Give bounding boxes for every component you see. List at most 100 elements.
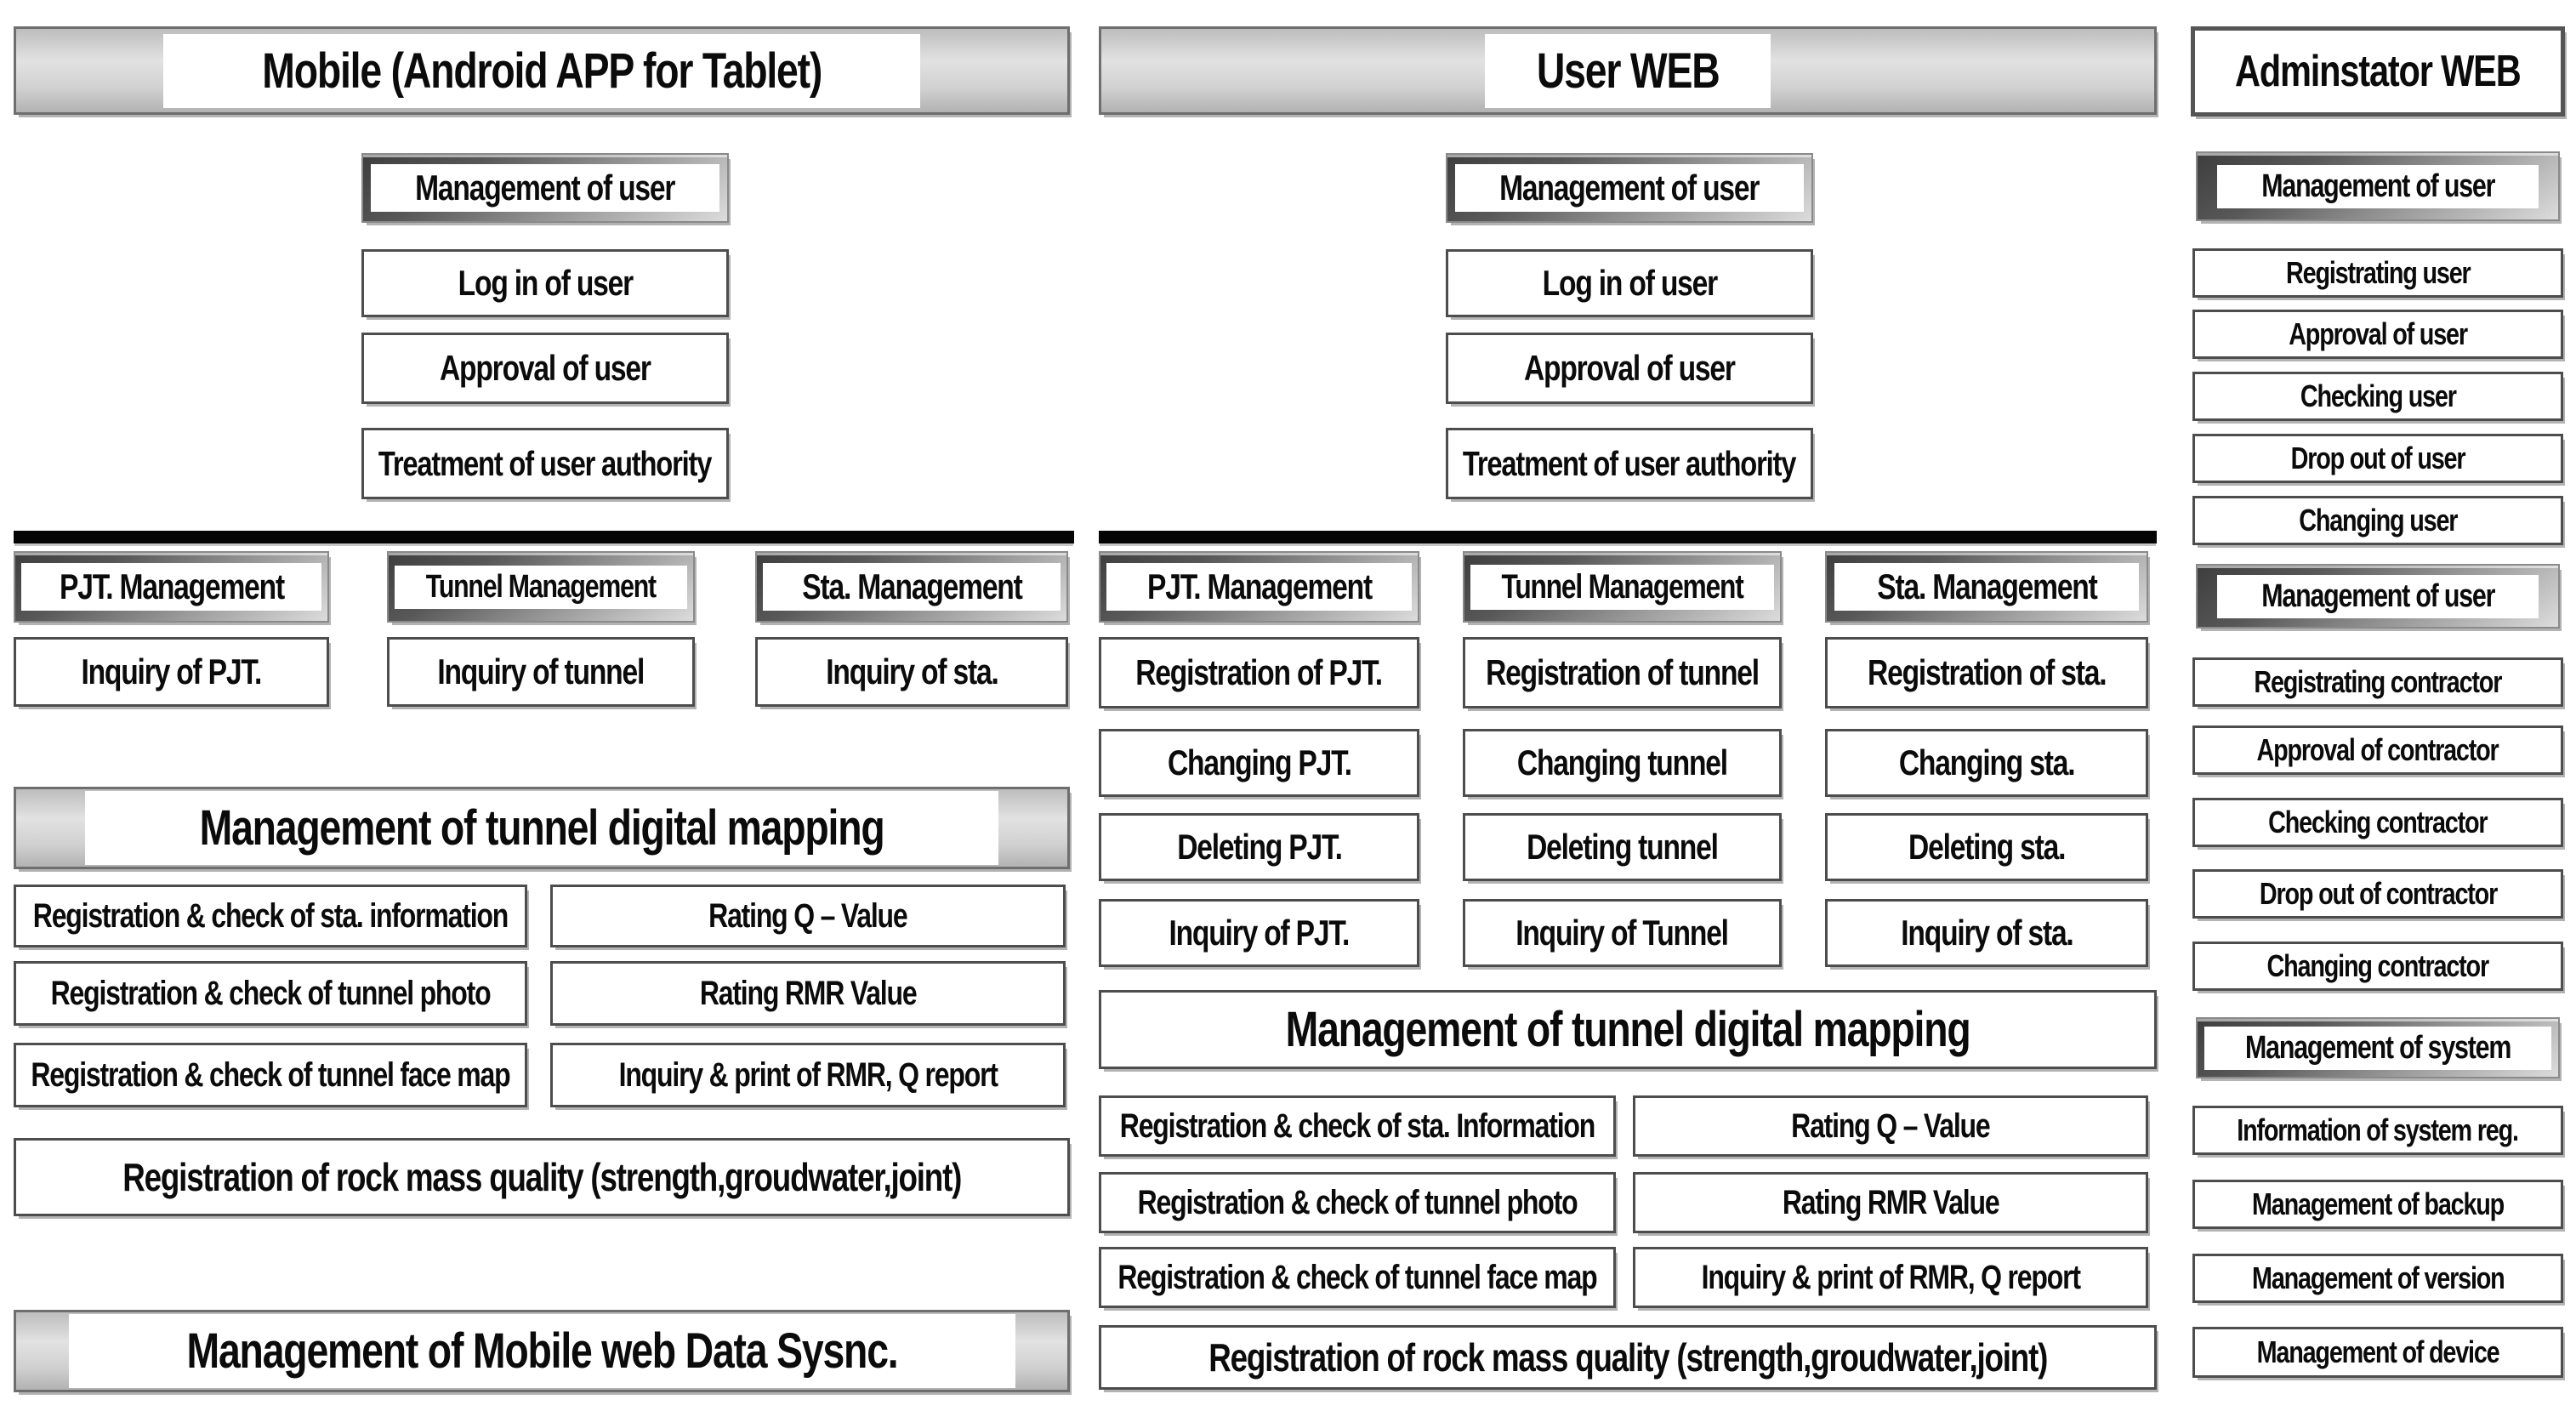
mobile-map-face-map-box: Registration & check of tunnel face map [14,1043,527,1107]
box-text: Registration & check of sta. information [32,896,509,935]
admin-column-title: Adminstator WEB [2191,26,2565,117]
user-web-user-mgmt-header: Management of user [1446,153,1813,223]
header-inset: Management of user [2216,164,2539,208]
mobile-mapping-header: Management of tunnel digital mapping [14,787,1070,869]
box-text: Deleting tunnel [1527,827,1719,867]
mobile-map-sta-info-box: Registration & check of sta. information [14,885,527,947]
title-inset: User WEB [1484,33,1771,108]
admin-user-mgmt-header: Management of user [2196,151,2560,221]
box-text: Treatment of user authority [378,443,712,483]
box-text: Checking user [2300,378,2457,413]
user-web-pjt-mgmt-header: PJT. Management [1099,551,1419,623]
admin-checking-user-box: Checking user [2192,372,2563,421]
admin-system-reg-box: Information of system reg. [2192,1106,2563,1155]
user-web-inquiry-tunnel-box: Inquiry of Tunnel [1463,899,1782,967]
header-inset: Management of system [2204,1026,2551,1070]
user-web-login-box: Log in of user [1446,249,1813,317]
box-text: Log in of user [458,263,634,303]
box-text: Rating RMR Value [1782,1183,2000,1221]
header-text: Management of Mobile web Data Sysnc. [186,1323,898,1379]
box-text: Inquiry of Tunnel [1515,913,1730,953]
header-text: Management of user [415,168,675,208]
mobile-inquiry-tunnel-box: Inquiry of tunnel [387,637,695,707]
mobile-approval-box: Approval of user [361,333,729,404]
box-text: Approval of user [2289,316,2468,351]
admin-backup-box: Management of backup [2192,1180,2563,1229]
box-text: Registration & check of tunnel face map [31,1055,510,1094]
box-text: Drop out of contractor [2259,876,2497,911]
box-text: Rating Q – Value [1791,1107,1991,1145]
user-web-deleting-sta-box: Deleting sta. [1825,813,2148,881]
admin-contractor-mgmt-header: Management of user [2196,564,2560,629]
user-web-changing-sta-box: Changing sta. [1825,729,2148,797]
header-inset: Sta. Management [1834,563,2140,611]
user-web-rock-mass-box: Registration of rock mass quality (stren… [1099,1325,2157,1390]
mobile-map-report-box: Inquiry & print of RMR, Q report [550,1043,1066,1107]
header-text: Management of user [2260,577,2495,614]
user-web-inquiry-pjt-box: Inquiry of PJT. [1099,899,1419,967]
header-inset: PJT. Management [21,563,321,611]
user-web-authority-box: Treatment of user authority [1446,428,1813,499]
header-text: Tunnel Management [1501,567,1743,606]
admin-dropout-contractor-box: Drop out of contractor [2192,869,2563,919]
header-text: PJT. Management [59,566,285,606]
title-inset: Mobile (Android APP for Tablet) [162,33,921,108]
header-text: Sta. Management [1876,566,2098,606]
box-text: Changing sta. [1898,742,2076,782]
box-text: Deleting sta. [1908,827,2066,867]
admin-changing-user-box: Changing user [2192,496,2563,545]
header-inset: Management of Mobile web Data Sysnc. [68,1314,1015,1388]
mobile-map-q-value-box: Rating Q – Value [550,885,1066,947]
admin-registrating-user-box: Registrating user [2192,248,2563,298]
mobile-tunnel-mgmt-header: Tunnel Management [387,551,695,623]
box-text: Changing user [2298,503,2458,538]
box-text: Inquiry & print of RMR, Q report [1701,1258,2080,1296]
box-text: Registration & check of tunnel face map [1117,1258,1597,1296]
box-text: Drop out of user [2290,441,2466,475]
box-text: Inquiry of sta. [825,651,998,691]
user-web-changing-pjt-box: Changing PJT. [1099,729,1419,797]
box-text: Inquiry of PJT. [1169,913,1351,953]
mobile-user-mgmt-header: Management of user [361,153,729,223]
admin-registrating-contractor-box: Registrating contractor [2192,657,2563,707]
user-web-map-photo-box: Registration & check of tunnel photo [1099,1172,1616,1233]
header-inset: Management of tunnel digital mapping [84,791,999,865]
box-text: Registration of sta. [1867,652,2107,692]
mobile-pjt-mgmt-header: PJT. Management [14,551,329,623]
admin-device-box: Management of device [2192,1327,2563,1378]
header-text: Management of user [2260,168,2495,204]
box-text: Registration of rock mass quality (stren… [122,1155,962,1199]
box-text: Registration of rock mass quality (stren… [1208,1335,2048,1380]
user-web-registration-pjt-box: Registration of PJT. [1099,637,1419,708]
box-text: Approval of user [1524,348,1736,388]
user-web-map-report-box: Inquiry & print of RMR, Q report [1633,1247,2148,1308]
admin-system-mgmt-header: Management of system [2196,1017,2560,1078]
box-text: Deleting PJT. [1176,827,1343,867]
box-text: Changing tunnel [1516,742,1728,782]
mobile-data-sync-header: Management of Mobile web Data Sysnc. [14,1310,1070,1392]
header-inset: Tunnel Management [1470,564,1774,610]
mobile-login-box: Log in of user [361,249,729,317]
admin-checking-contractor-box: Checking contractor [2192,798,2563,847]
user-web-changing-tunnel-box: Changing tunnel [1463,729,1782,797]
box-text: Inquiry of tunnel [437,651,645,691]
header-inset: Sta. Management [763,563,1061,611]
header-inset: Tunnel Management [395,565,687,609]
header-text: Management of tunnel digital mapping [1285,1002,1971,1057]
box-text: Management of version [2251,1260,2505,1295]
user-web-deleting-tunnel-box: Deleting tunnel [1463,813,1782,881]
box-text: Inquiry & print of RMR, Q report [618,1055,998,1094]
divider-bar-mobile [14,531,1074,543]
divider-bar-user-web [1099,531,2157,543]
box-text: Changing contractor [2266,948,2490,983]
header-inset: PJT. Management [1106,563,1412,611]
box-text: Registration of PJT. [1135,652,1384,692]
box-text: Log in of user [1542,263,1718,303]
user-web-approval-box: Approval of user [1446,333,1813,404]
box-text: Approval of user [440,348,651,388]
mobile-sta-mgmt-header: Sta. Management [755,551,1068,623]
mobile-inquiry-sta-box: Inquiry of sta. [755,637,1068,707]
header-text: PJT. Management [1146,566,1373,606]
admin-approval-contractor-box: Approval of contractor [2192,725,2563,775]
